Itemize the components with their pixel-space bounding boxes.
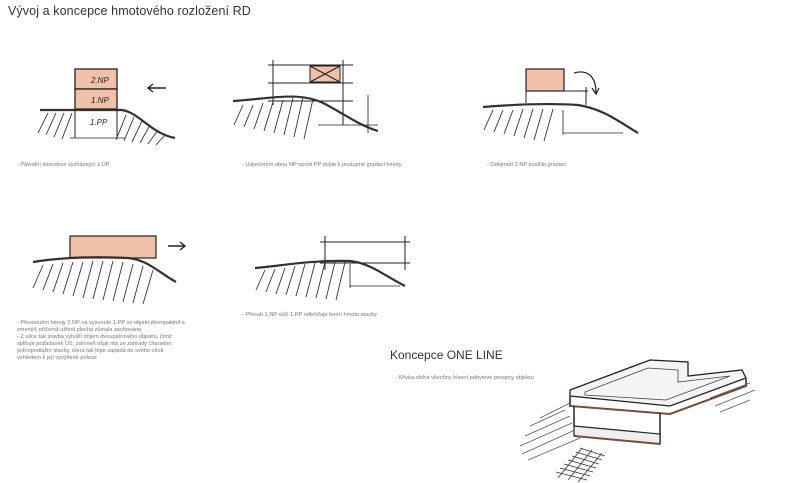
terrain-line [254, 259, 406, 287]
ramp-hatch [555, 447, 606, 483]
sketch-move-2np [32, 235, 187, 305]
caption-sketch-2: - Uskočením obou NP oproti PP došlo k po… [242, 162, 402, 168]
caption-sketch-1: - Původní koncepce vycházející z ÚP [17, 162, 110, 168]
label-2np: 2.NP [90, 76, 109, 85]
arrow-left-icon [146, 83, 166, 93]
caption-sketch-5: - Přesah 1.NP vůči 1.PP odlehčuje horní … [242, 312, 377, 318]
caption-sketch-3: - Odejmutí 2.NP posílilo gradaci [487, 162, 566, 168]
concept-heading: Koncepce ONE LINE [390, 348, 503, 362]
terrain-line [232, 95, 379, 133]
sketch-overhang [254, 236, 410, 301]
page-title: Vývoj a koncepce hmotového rozložení RD [8, 4, 251, 18]
terrain-line [40, 108, 176, 140]
sketch-offset-floors [232, 60, 379, 140]
curved-arrow-icon [573, 71, 597, 94]
terrain-line [482, 103, 639, 134]
caption-sketch-4: - Přesunutím hmoty 2.NP na vysunuté 1.PP… [17, 320, 185, 361]
mass-1np-extended [69, 235, 157, 259]
label-1np: 1.NP [91, 96, 109, 105]
lower-slab [573, 425, 661, 445]
sketch-one-line-perspective [519, 359, 756, 483]
terrain-line [32, 256, 177, 283]
sketch-remove-2np [482, 68, 639, 142]
arrow-right-icon [168, 241, 187, 251]
sketch-original-concept: 2.NP 1.NP 1.PP [37, 68, 176, 146]
concept-caption: - Křivka obíhá všechny hlavní pobytové p… [395, 375, 534, 381]
mass-1np [525, 68, 565, 92]
upper-slab [569, 359, 747, 407]
terrain-hatch [37, 112, 167, 146]
label-1pp: 1.PP [90, 118, 108, 127]
